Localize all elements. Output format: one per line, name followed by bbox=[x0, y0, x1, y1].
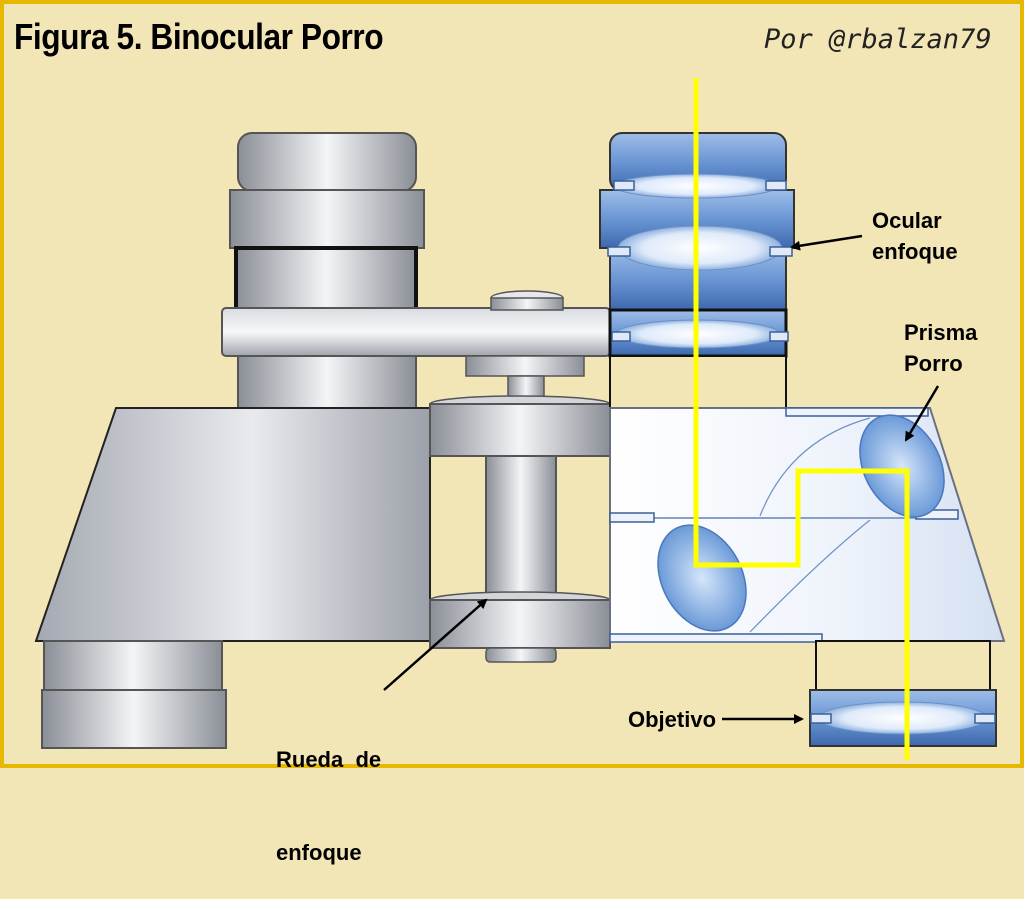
label-rueda-line1: Rueda de bbox=[276, 747, 382, 772]
label-ocular-enfoque: Ocular enfoque bbox=[872, 205, 958, 267]
label-ocular-line2: enfoque bbox=[872, 239, 958, 264]
lens-clip bbox=[613, 180, 635, 191]
hinge-collar bbox=[465, 355, 585, 377]
prism-edge-line bbox=[759, 417, 871, 517]
prism-bottom-strip bbox=[609, 633, 823, 643]
left-objective-cap bbox=[41, 689, 227, 749]
lens-clip bbox=[769, 246, 793, 257]
lens-clip bbox=[607, 246, 631, 257]
hinge-knob bbox=[490, 297, 564, 311]
central-hinge bbox=[221, 290, 611, 663]
ocular-arrow bbox=[790, 234, 863, 251]
left-eyecup bbox=[237, 132, 417, 192]
lens-clip bbox=[974, 713, 996, 724]
focus-axle bbox=[485, 455, 557, 599]
left-barrel bbox=[34, 132, 431, 749]
binocular-porro-diagram bbox=[0, 0, 1024, 768]
focus-wheel-cap bbox=[485, 647, 557, 663]
left-objective-tube bbox=[43, 640, 223, 692]
light-path bbox=[693, 78, 910, 760]
prism-top-strip bbox=[785, 407, 929, 417]
bridge-bar bbox=[221, 307, 611, 357]
lens-clip bbox=[769, 331, 789, 342]
figure-title: Figura 5. Binocular Porro bbox=[14, 16, 384, 57]
lens-clip bbox=[611, 331, 631, 342]
prisma-arrow bbox=[904, 385, 940, 442]
label-rueda-enfoque: Rueda de enfoque bbox=[276, 682, 381, 899]
label-objetivo: Objetivo bbox=[628, 707, 717, 732]
label-prisma-porro: Prisma Porro bbox=[904, 317, 977, 379]
lens-clip bbox=[810, 713, 832, 724]
porro-prism-upper bbox=[859, 414, 945, 518]
focus-wheel-upper bbox=[429, 403, 611, 457]
left-eyepiece-ring bbox=[229, 189, 425, 249]
porro-prism-lower bbox=[657, 524, 747, 632]
right-objective-tube-cutaway bbox=[815, 640, 991, 692]
prism-clip bbox=[609, 512, 655, 523]
prism-edge-line bbox=[749, 519, 871, 633]
diagram-canvas: Figura 5. Binocular Porro Por @rbalzan79… bbox=[0, 0, 1024, 865]
label-prisma-line2: Porro bbox=[904, 351, 963, 376]
objective-lens bbox=[818, 701, 988, 735]
label-prisma-line1: Prisma bbox=[904, 320, 978, 345]
rueda-arrow bbox=[383, 598, 488, 691]
eyepiece-lens-2 bbox=[617, 225, 783, 271]
label-rueda-line2: enfoque bbox=[276, 840, 362, 865]
label-ocular-line1: Ocular bbox=[872, 208, 942, 233]
left-eyepiece-tube bbox=[234, 246, 418, 312]
left-upper-tube bbox=[237, 355, 417, 409]
author-credit: Por @rbalzan79 bbox=[764, 24, 992, 55]
lens-clip bbox=[765, 180, 787, 191]
